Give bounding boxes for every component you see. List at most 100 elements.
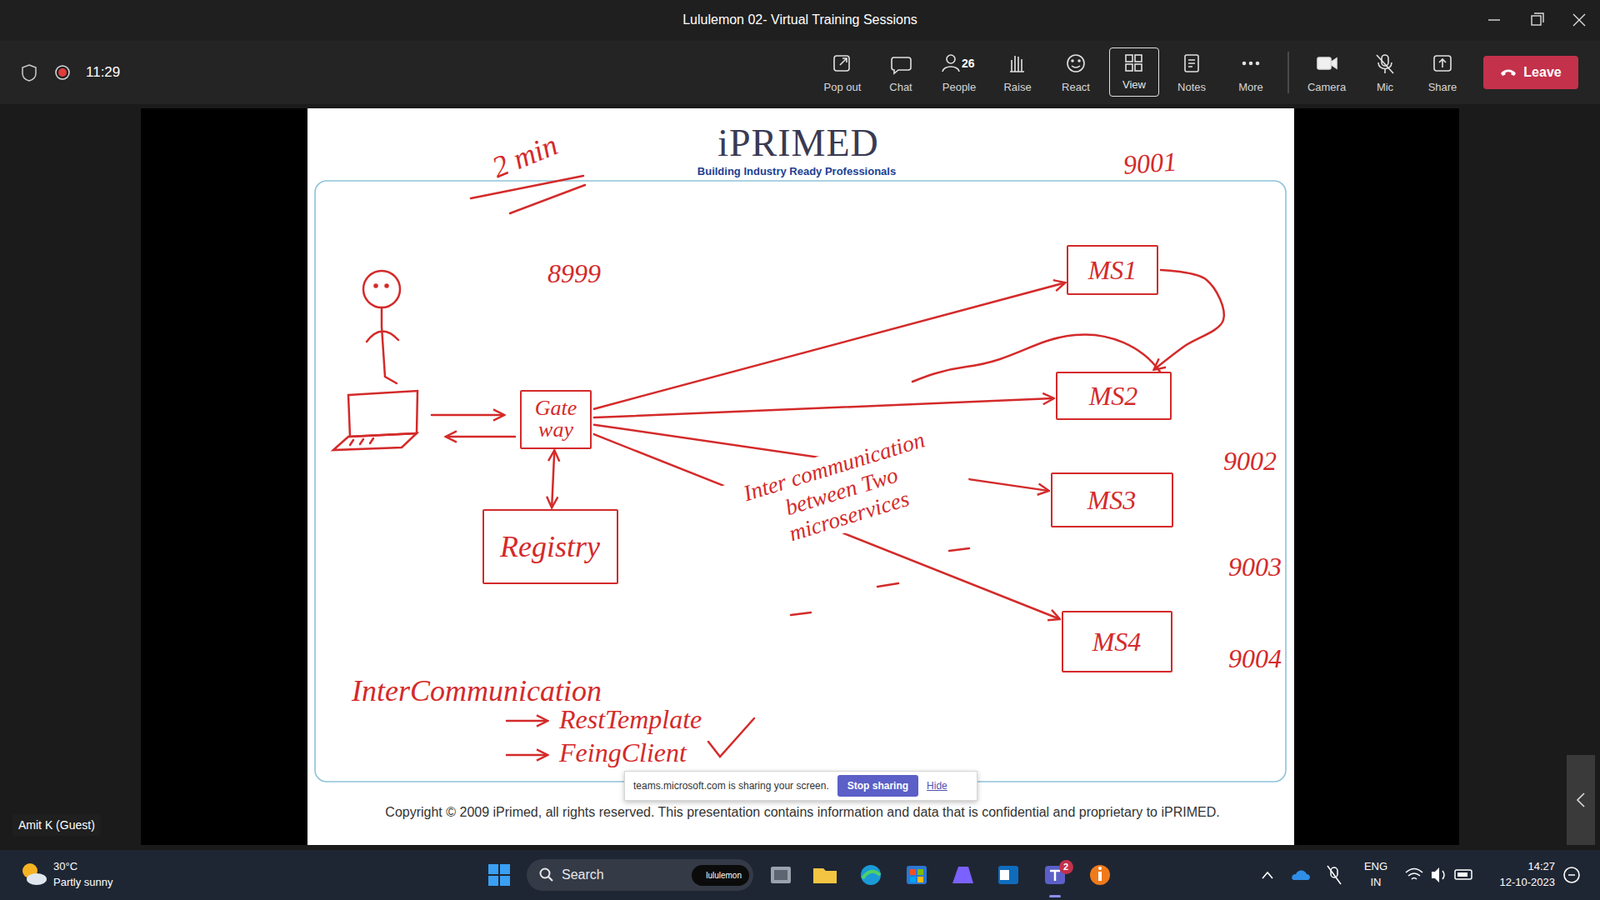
window-controls — [1488, 13, 1585, 26]
whiteboard-ink — [510, 185, 585, 214]
app-background — [0, 0, 1600, 41]
taskbar-icons — [22, 863, 1580, 898]
handwritten-item: FeingClient — [559, 737, 687, 769]
toolbar-icons — [1331, 58, 1337, 69]
connector-line — [594, 283, 1065, 410]
port-number: 9003 — [1228, 551, 1282, 583]
participant-name-tag: Amit K (Guest) — [12, 814, 101, 836]
meeting-status-icons — [22, 65, 36, 81]
taskbar-icons — [998, 865, 1019, 885]
meeting-status-icons — [55, 65, 70, 80]
registry-box: Registry — [482, 509, 619, 585]
whiteboard-ink — [912, 334, 1160, 382]
leave-button: Leave — [1483, 55, 1579, 90]
taskbar-icons — [488, 875, 499, 886]
app-background — [307, 108, 1295, 845]
input-region: IN — [1370, 876, 1382, 890]
whiteboard-ink — [375, 285, 378, 288]
node-text: MS1 — [1088, 255, 1138, 286]
copyright-notice: Copyright © 2009 iPrimed, all rights res… — [385, 805, 1220, 820]
toolbar-icons — [1078, 60, 1080, 62]
taskbar-icons — [813, 868, 837, 884]
whiteboard-ink — [506, 754, 547, 757]
taskbar-icons — [860, 865, 881, 885]
whiteboard-ink — [333, 433, 417, 450]
logo-tagline: Building Industry Ready Professionals — [697, 165, 896, 179]
phone-icon — [1500, 70, 1516, 77]
app-background — [0, 850, 1600, 900]
toolbar-label: Chat — [889, 81, 912, 95]
app-background — [0, 104, 1600, 850]
toolbar-icons — [1243, 62, 1246, 65]
taskbar-icons — [906, 865, 927, 885]
whiteboard-ink — [470, 175, 584, 199]
whiteboard-ink — [877, 583, 899, 587]
node-text: View — [1122, 78, 1146, 91]
toolbar-icons — [942, 66, 960, 72]
toolbar-icons — [1071, 60, 1074, 62]
toolbar-icons — [1317, 57, 1331, 70]
stop-sharing-button: Stop sharing — [837, 775, 919, 797]
taskbar-icons — [862, 871, 880, 879]
toolbar-label: Share — [1428, 81, 1458, 95]
toolbar-icons — [834, 55, 850, 71]
taskbar-icons — [910, 869, 916, 875]
search-icon — [538, 866, 555, 884]
toolbar-icons — [1135, 55, 1142, 62]
toolbar-icons — [1067, 55, 1085, 72]
taskbar-icons — [1098, 871, 1102, 881]
connector-line — [551, 450, 555, 507]
node-text: MS3 — [1087, 485, 1137, 516]
slide-frame — [315, 180, 1286, 782]
port-number: 9001 — [1122, 145, 1178, 180]
notification-badge: 2 — [1059, 860, 1074, 875]
toolbar-icons — [1010, 55, 1025, 72]
taskbar-icons — [488, 864, 499, 875]
taskbar-icons — [1431, 867, 1440, 883]
toolbar-label: Pop out — [824, 81, 862, 95]
sharing-bar: teams.microsoft.com is sharing your scre… — [624, 770, 978, 801]
node-text: MS4 — [1092, 626, 1142, 658]
window-controls — [1488, 19, 1500, 20]
node-text: 2 — [1063, 861, 1069, 872]
node-text: Hide — [926, 780, 948, 792]
window-controls — [1531, 15, 1541, 25]
node-text: Registry — [500, 529, 600, 565]
handwritten-heading: InterCommunication — [351, 674, 602, 709]
toolbar-icons — [891, 57, 911, 74]
port-number: 8999 — [547, 258, 601, 290]
search-highlight-pill: lululemon — [691, 865, 750, 886]
connector-line — [594, 398, 1054, 418]
node-text: lululemon — [705, 870, 742, 880]
taskbar-icons — [1564, 867, 1580, 883]
logo-text: iPRIMED — [717, 121, 880, 166]
whiteboard-ink — [506, 720, 547, 723]
whiteboard-ink — [385, 285, 389, 288]
whiteboard-ink — [350, 438, 374, 445]
whiteboard-ink — [446, 435, 515, 439]
taskbar-icons — [1262, 872, 1273, 879]
taskbar-icons — [1000, 870, 1010, 880]
weather-condition: Partly sunny — [53, 876, 114, 890]
phone-icon — [1500, 64, 1517, 81]
toolbar-icons — [1135, 64, 1142, 71]
connector-layer — [551, 270, 1225, 620]
side-panel-tab — [1577, 793, 1585, 807]
toolbar-label: More — [1238, 81, 1264, 95]
whiteboard-ink — [363, 270, 400, 308]
toolbar-icons — [840, 58, 847, 65]
microservice-box: MS4 — [1061, 610, 1173, 673]
node-text: Gate way — [526, 397, 585, 441]
whiteboard-ink — [431, 414, 504, 417]
toolbar-label: React — [1061, 81, 1090, 95]
input-language: ENG — [1364, 860, 1388, 874]
node-text: teams.microsoft.com is sharing your scre… — [633, 780, 830, 792]
slide-frame — [315, 180, 1286, 782]
meeting-status-icons — [22, 65, 70, 81]
taskbar-icons — [1291, 870, 1310, 881]
node-text: Leave — [1523, 65, 1561, 80]
taskbar-icons — [1442, 870, 1445, 880]
taskbar-icons — [952, 866, 974, 884]
toolbar-icons — [1256, 62, 1260, 65]
gateway-box: Gate way — [520, 390, 592, 450]
